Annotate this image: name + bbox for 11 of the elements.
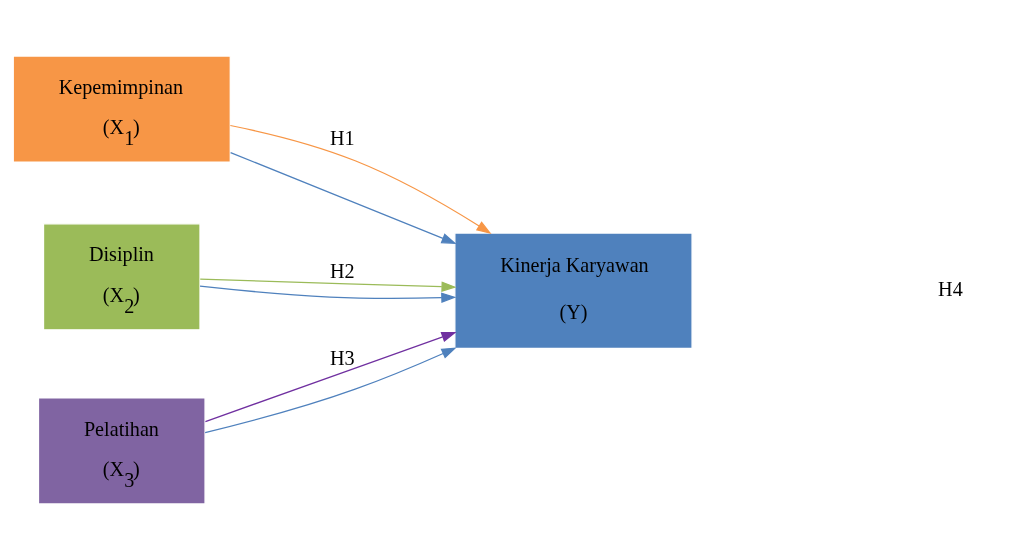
arrow [229,124,492,234]
arrow [230,151,457,244]
arrow [199,278,457,292]
edge-label: H2 [329,259,355,282]
node-box: Kinerja Karyawan (Y) [454,231,693,349]
label: H4 [938,277,963,300]
arrow [199,285,457,303]
arrow [204,331,457,422]
arrow [204,346,457,433]
edge-label: H1 [329,126,355,149]
edge-label: H3 [329,346,355,369]
